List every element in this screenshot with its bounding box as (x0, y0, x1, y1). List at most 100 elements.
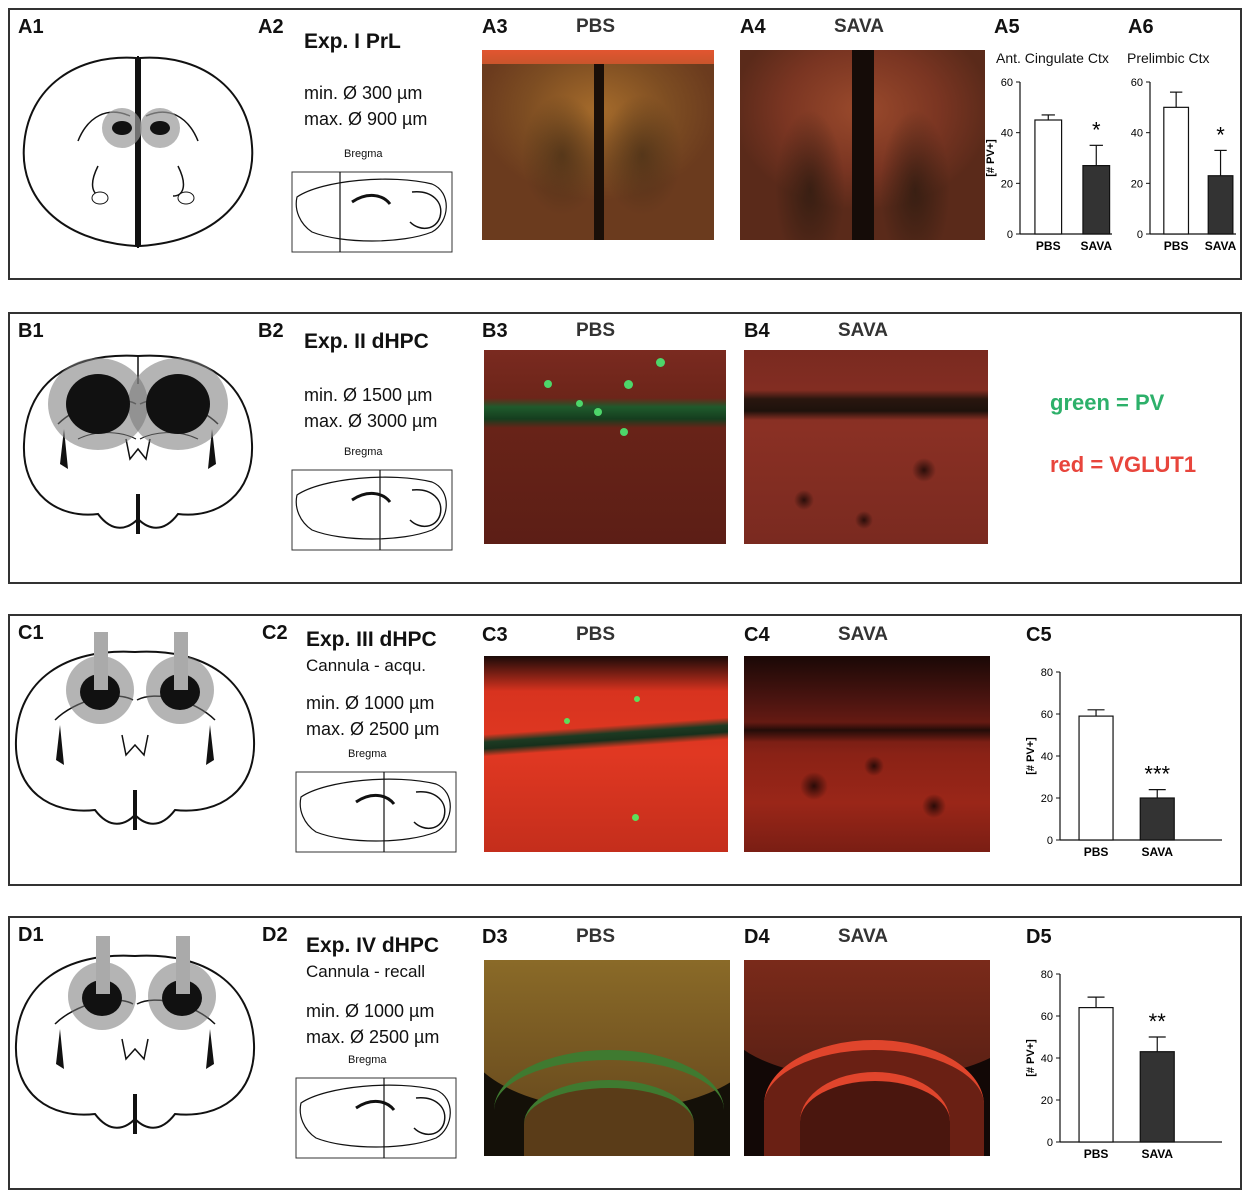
y-tick-label: 0 (1047, 1137, 1053, 1149)
panel-label-c2: C2 (262, 622, 288, 644)
bar-pbs (1078, 715, 1114, 841)
sagittal-brain-d (295, 1077, 457, 1159)
max-diameter-d: max. Ø 2500 µm (306, 1027, 440, 1047)
significance-marker: * (1216, 122, 1225, 147)
micrograph-d4-sava (744, 960, 990, 1156)
sagittal-brain-a (291, 171, 453, 253)
bregma-label-d: Bregma (348, 1054, 387, 1066)
panel-label-a2: A2 (258, 16, 284, 38)
bar-pbs (1034, 119, 1063, 235)
bar-sava (1139, 1051, 1175, 1143)
panel-label-c1: C1 (18, 622, 44, 644)
legend-green-pv: green = PV (1050, 390, 1165, 415)
panel-label-a6: A6 (1128, 16, 1154, 38)
max-diameter-b: max. Ø 3000 µm (304, 411, 438, 431)
panel-label-d4: D4 (744, 926, 770, 948)
micrograph-b3-pbs (484, 350, 726, 544)
y-tick-label: 60 (1041, 1011, 1053, 1023)
condition-label-a4: SAVA (834, 16, 884, 37)
micrograph-a4-sava (740, 50, 985, 240)
chart-title-a5: Ant. Cingulate Ctx (996, 50, 1109, 66)
brain-coronal-diagram-c (14, 632, 256, 830)
bar-sava (1207, 175, 1234, 235)
max-diameter-a: max. Ø 900 µm (304, 109, 428, 129)
y-tick-label: 0 (1047, 835, 1053, 847)
sagittal-brain-c (295, 771, 457, 853)
x-tick-label: SAVA (1080, 239, 1112, 253)
panel-label-d2: D2 (262, 924, 288, 946)
min-diameter-d: min. Ø 1000 µm (306, 1001, 435, 1021)
bregma-diagram-a: Bregma (282, 148, 462, 260)
y-tick-label: 40 (1131, 128, 1143, 140)
x-tick-label: SAVA (1141, 845, 1173, 859)
y-tick-label: 60 (1131, 77, 1143, 89)
y-tick-label: 40 (1001, 128, 1013, 140)
significance-marker: ** (1149, 1009, 1167, 1034)
significance-marker: *** (1144, 762, 1170, 787)
panel-label-a4: A4 (740, 16, 766, 38)
condition-label-b4: SAVA (838, 320, 888, 341)
micrograph-b4-sava (744, 350, 988, 544)
panel-label-a5: A5 (994, 16, 1020, 38)
x-tick-label: PBS (1164, 239, 1189, 253)
panel-label-b2: B2 (258, 320, 284, 342)
panel-label-b3: B3 (482, 320, 508, 342)
panel-label-a1: A1 (18, 16, 44, 38)
bar-sava (1082, 164, 1111, 235)
x-tick-label: PBS (1084, 1147, 1109, 1161)
bar-sava (1139, 797, 1175, 841)
experiment-title-a: Exp. I PrL (304, 30, 401, 53)
y-tick-label: 0 (1137, 229, 1143, 241)
panel-label-b4: B4 (744, 320, 770, 342)
x-tick-label: SAVA (1205, 239, 1237, 253)
sagittal-brain-b (291, 469, 453, 551)
condition-label-a3: PBS (576, 16, 616, 37)
experiment-title-b: Exp. II dHPC (304, 330, 429, 353)
y-axis-label: [# PV+] (985, 139, 997, 177)
experiment-subtitle-d: Cannula - recall (306, 962, 426, 981)
bregma-label-b: Bregma (344, 446, 383, 458)
y-tick-label: 40 (1041, 751, 1053, 763)
min-diameter-b: min. Ø 1500 µm (304, 385, 433, 405)
bregma-label-a: Bregma (344, 148, 383, 160)
y-tick-label: 40 (1041, 1053, 1053, 1065)
bregma-diagram-c: Bregma (286, 748, 466, 860)
y-tick-label: 20 (1041, 793, 1053, 805)
condition-label-c4: SAVA (838, 624, 888, 645)
condition-label-c3: PBS (576, 624, 616, 645)
y-tick-label: 20 (1041, 1095, 1053, 1107)
min-diameter-c: min. Ø 1000 µm (306, 693, 435, 713)
panel-label-c4: C4 (744, 624, 770, 646)
brain-coronal-diagram-b (22, 354, 254, 534)
bregma-label-c: Bregma (348, 748, 387, 760)
x-tick-label: SAVA (1141, 1147, 1173, 1161)
x-tick-label: PBS (1036, 239, 1061, 253)
bregma-diagram-b: Bregma (282, 446, 462, 558)
experiment-subtitle-c: Cannula - acqu. (306, 656, 427, 675)
chart-title-a6: Prelimbic Ctx (1127, 50, 1210, 66)
condition-label-d3: PBS (576, 926, 616, 947)
panel-label-c3: C3 (482, 624, 508, 646)
experiment-title-c: Exp. III dHPC (306, 628, 437, 651)
x-tick-label: PBS (1084, 845, 1109, 859)
significance-marker: * (1092, 117, 1101, 142)
panel-label-d5: D5 (1026, 926, 1052, 948)
bar-pbs (1163, 106, 1190, 235)
micrograph-d3-pbs (484, 960, 730, 1156)
condition-label-b3: PBS (576, 320, 616, 341)
legend-red-vglut1: red = VGLUT1 (1050, 452, 1197, 477)
bregma-diagram-d: Bregma (286, 1054, 466, 1166)
panel-label-b1: B1 (18, 320, 44, 342)
experiment-title-d: Exp. IV dHPC (306, 934, 440, 957)
y-tick-label: 60 (1001, 77, 1013, 89)
y-tick-label: 80 (1041, 969, 1053, 981)
bar-pbs (1078, 1006, 1114, 1143)
brain-coronal-diagram-a (22, 56, 254, 248)
condition-label-d4: SAVA (838, 926, 888, 947)
y-tick-label: 60 (1041, 709, 1053, 721)
micrograph-a3-pbs (482, 50, 714, 240)
